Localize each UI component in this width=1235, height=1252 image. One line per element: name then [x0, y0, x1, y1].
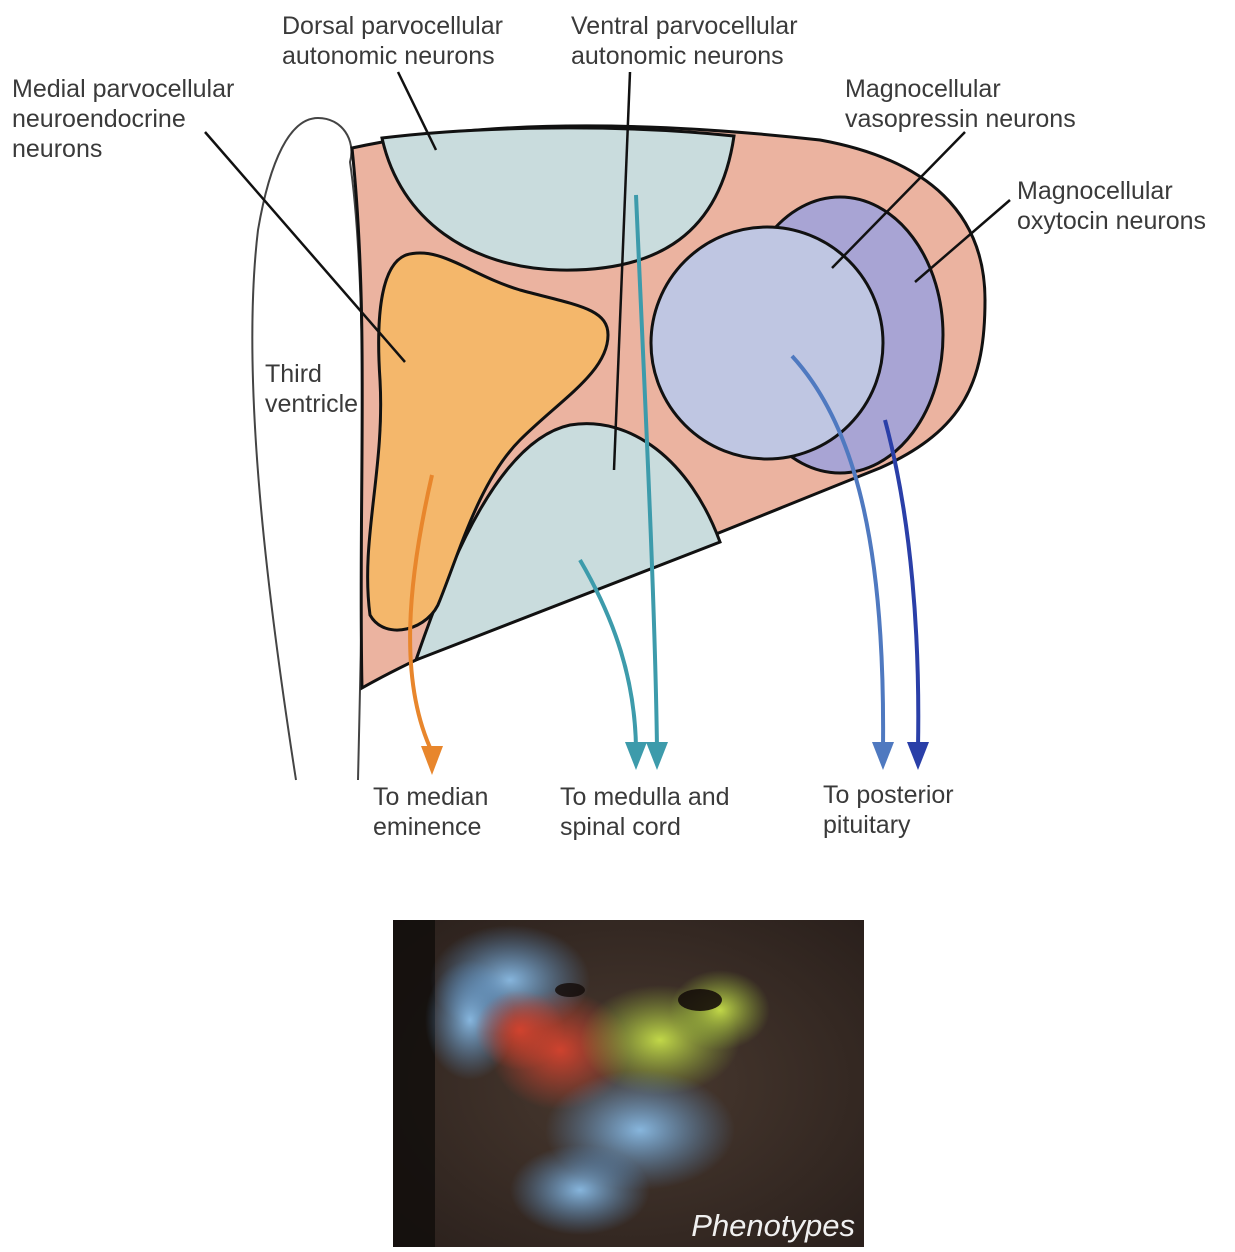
- pituitary-arrowhead-vasopressin: [872, 742, 894, 770]
- median-label-line1: To median: [373, 783, 488, 811]
- dorsal-label-line2: autonomic neurons: [282, 42, 495, 70]
- median-eminence-arrowhead: [421, 746, 443, 775]
- oxytocin-label: Magnocellular oxytocin neurons: [1017, 177, 1206, 235]
- medial-label-line2: neuroendocrine: [12, 105, 186, 133]
- dorsal-label-line1: Dorsal parvocellular: [282, 12, 503, 40]
- ventral-label: Ventral parvocellular autonomic neurons: [571, 12, 804, 70]
- medulla-arrowhead-2: [646, 742, 668, 770]
- third-ventricle-outline: [252, 118, 363, 780]
- medulla-label-line2: spinal cord: [560, 813, 681, 841]
- oxytocin-label-line1: Magnocellular: [1017, 177, 1173, 205]
- micrograph-dark-edge: [393, 920, 435, 1247]
- ventricle-label-line2: ventricle: [265, 390, 358, 418]
- medial-label-line1: Medial parvocellular: [12, 75, 234, 103]
- medial-label: Medial parvocellular neuroendocrine neur…: [12, 75, 241, 163]
- median-label-line2: eminence: [373, 813, 481, 841]
- pituitary-label-line2: pituitary: [823, 811, 911, 839]
- pituitary-label-line1: To posterior: [823, 781, 954, 809]
- median-label: To median eminence: [373, 783, 495, 841]
- medulla-arrowhead-1: [625, 742, 647, 770]
- ventral-label-line2: autonomic neurons: [571, 42, 784, 70]
- pituitary-arrow-oxytocin: [885, 420, 918, 748]
- medulla-label-line1: To medulla and: [560, 783, 730, 811]
- medial-label-line3: neurons: [12, 135, 102, 163]
- ventral-label-line1: Ventral parvocellular: [571, 12, 798, 40]
- ventricle-label: Third ventricle: [265, 360, 358, 418]
- micrograph-caption: Phenotypes: [691, 1208, 855, 1243]
- vasopressin-region: [651, 227, 883, 459]
- dorsal-label: Dorsal parvocellular autonomic neurons: [282, 12, 510, 70]
- ventricle-label-line1: Third: [265, 360, 322, 388]
- oxytocin-label-line2: oxytocin neurons: [1017, 207, 1206, 235]
- medulla-label: To medulla and spinal cord: [560, 783, 737, 841]
- micrograph: Phenotypes: [393, 920, 864, 1247]
- pituitary-arrowhead-oxytocin: [907, 742, 929, 770]
- vasopressin-label-line2: vasopressin neurons: [845, 105, 1076, 133]
- vasopressin-label: Magnocellular vasopressin neurons: [845, 75, 1076, 133]
- vasopressin-label-line1: Magnocellular: [845, 75, 1001, 103]
- pituitary-label: To posterior pituitary: [823, 781, 961, 839]
